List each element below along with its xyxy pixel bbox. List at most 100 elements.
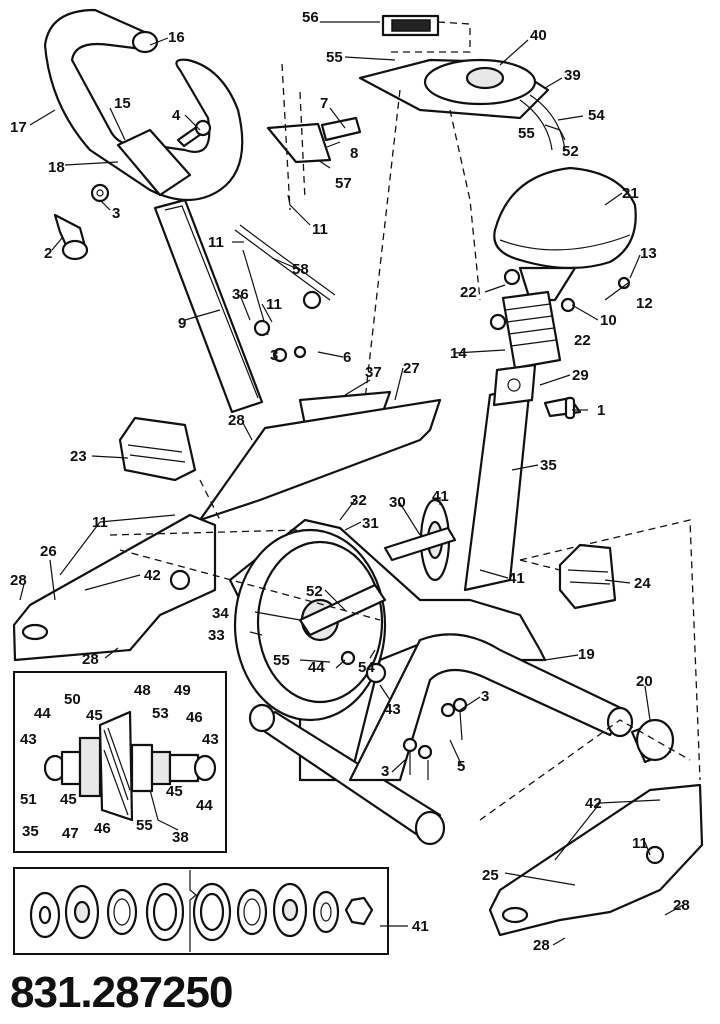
callout-label: 55 [273, 652, 290, 669]
chain-guard-right [488, 783, 704, 937]
inset-bearing-detail [13, 671, 227, 853]
callout-label: 32 [350, 492, 367, 509]
console-bracket [266, 116, 362, 164]
callout-label: 44 [308, 659, 325, 676]
callout-label: 44 [34, 705, 51, 722]
callout-label: 35 [22, 823, 39, 840]
chain-guard-left [12, 513, 217, 662]
callout-label: 5 [457, 758, 465, 775]
drive-sprocket [383, 498, 457, 582]
callout-label: 23 [70, 448, 87, 465]
callout-label: 17 [10, 119, 27, 136]
front-stabilizer [248, 703, 446, 846]
callout-label: 15 [114, 95, 131, 112]
callout-label: 52 [562, 143, 579, 160]
callout-label: 1 [597, 402, 605, 419]
callout-label: 45 [60, 791, 77, 808]
callout-label: 11 [312, 221, 328, 238]
callout-label: 46 [94, 820, 111, 837]
callout-label: 37 [365, 364, 382, 381]
callout-label: 2 [44, 245, 52, 262]
callout-label: 12 [636, 295, 653, 312]
seat [493, 166, 637, 270]
callout-label: 28 [10, 572, 27, 589]
inset-bearing-parts [13, 867, 408, 955]
callout-label: 11 [92, 514, 108, 531]
callout-label: 58 [292, 261, 309, 278]
console-housing [358, 58, 566, 151]
callout-label: 28 [228, 412, 245, 429]
tension-cable [234, 224, 336, 337]
callout-label: 19 [578, 646, 595, 663]
callout-label: 25 [482, 867, 499, 884]
callout-label: 46 [186, 709, 203, 726]
callout-label: 10 [600, 312, 617, 329]
callout-label: 14 [450, 345, 467, 362]
callout-label: 50 [64, 691, 81, 708]
assembly-line-base [479, 519, 701, 821]
callout-label: 55 [136, 817, 153, 834]
front-post [153, 198, 264, 414]
callout-label: 55 [326, 49, 343, 66]
callout-label: 6 [343, 349, 351, 366]
callout-label: 20 [636, 673, 653, 690]
callout-label: 56 [302, 9, 319, 26]
end-cap [630, 718, 675, 764]
handlebar-bolt [176, 119, 212, 148]
callout-label: 49 [174, 682, 191, 699]
callout-label: 26 [40, 543, 57, 560]
callout-label: 3 [481, 688, 489, 705]
callout-label: 44 [196, 797, 213, 814]
callout-label: 11 [266, 296, 282, 313]
callout-label: 22 [460, 284, 477, 301]
rear-stabilizer [348, 633, 634, 782]
callout-label: 41 [412, 918, 429, 935]
callout-label: 41 [508, 570, 525, 587]
callout-label: 40 [530, 27, 547, 44]
callout-label: 22 [574, 332, 591, 349]
callout-label: 39 [564, 67, 581, 84]
callout-label: 13 [640, 245, 657, 262]
callout-label: 24 [634, 575, 651, 592]
callout-label: 7 [320, 95, 328, 112]
console-meter [381, 14, 471, 53]
callout-label: 48 [134, 682, 151, 699]
callout-label: 45 [166, 783, 183, 800]
callout-label: 57 [335, 175, 352, 192]
callout-label: 3 [112, 205, 120, 222]
callout-label: 45 [86, 707, 103, 724]
pedal-left [118, 416, 197, 482]
model-number: 831.287250 [10, 968, 233, 1017]
callout-label: 52 [306, 583, 323, 600]
leader-lines [19, 21, 684, 946]
callout-label: 11 [632, 835, 648, 852]
handlebar-clamp [90, 128, 192, 203]
assembly-line-console [281, 63, 481, 401]
callout-label: 3 [270, 347, 278, 364]
callout-label: 38 [172, 829, 189, 846]
callout-label: 21 [622, 185, 639, 202]
callout-label: 16 [168, 29, 185, 46]
seat-knob [543, 396, 582, 420]
callout-label: 42 [144, 567, 161, 584]
callout-label: 18 [48, 159, 65, 176]
callout-label: 41 [432, 488, 449, 505]
pedal-right [558, 543, 617, 610]
rear-post [463, 363, 537, 592]
callout-label: 36 [232, 286, 249, 303]
callout-label: 43 [20, 731, 37, 748]
callout-label: 55 [518, 125, 535, 142]
callout-label: 54 [588, 107, 605, 124]
callout-label: 31 [362, 515, 379, 532]
callout-label: 43 [384, 701, 401, 718]
callout-label: 30 [389, 494, 406, 511]
handlebar-knob [53, 213, 89, 261]
callout-label: 28 [82, 651, 99, 668]
callout-label: 3 [381, 763, 389, 780]
callout-label: 29 [572, 367, 589, 384]
seat-post [501, 266, 577, 370]
callout-label: 28 [673, 897, 690, 914]
callout-label: 47 [62, 825, 79, 842]
callout-labels: 16 17 15 4 18 3 2 56 55 40 39 54 55 52 7… [10, 9, 690, 954]
